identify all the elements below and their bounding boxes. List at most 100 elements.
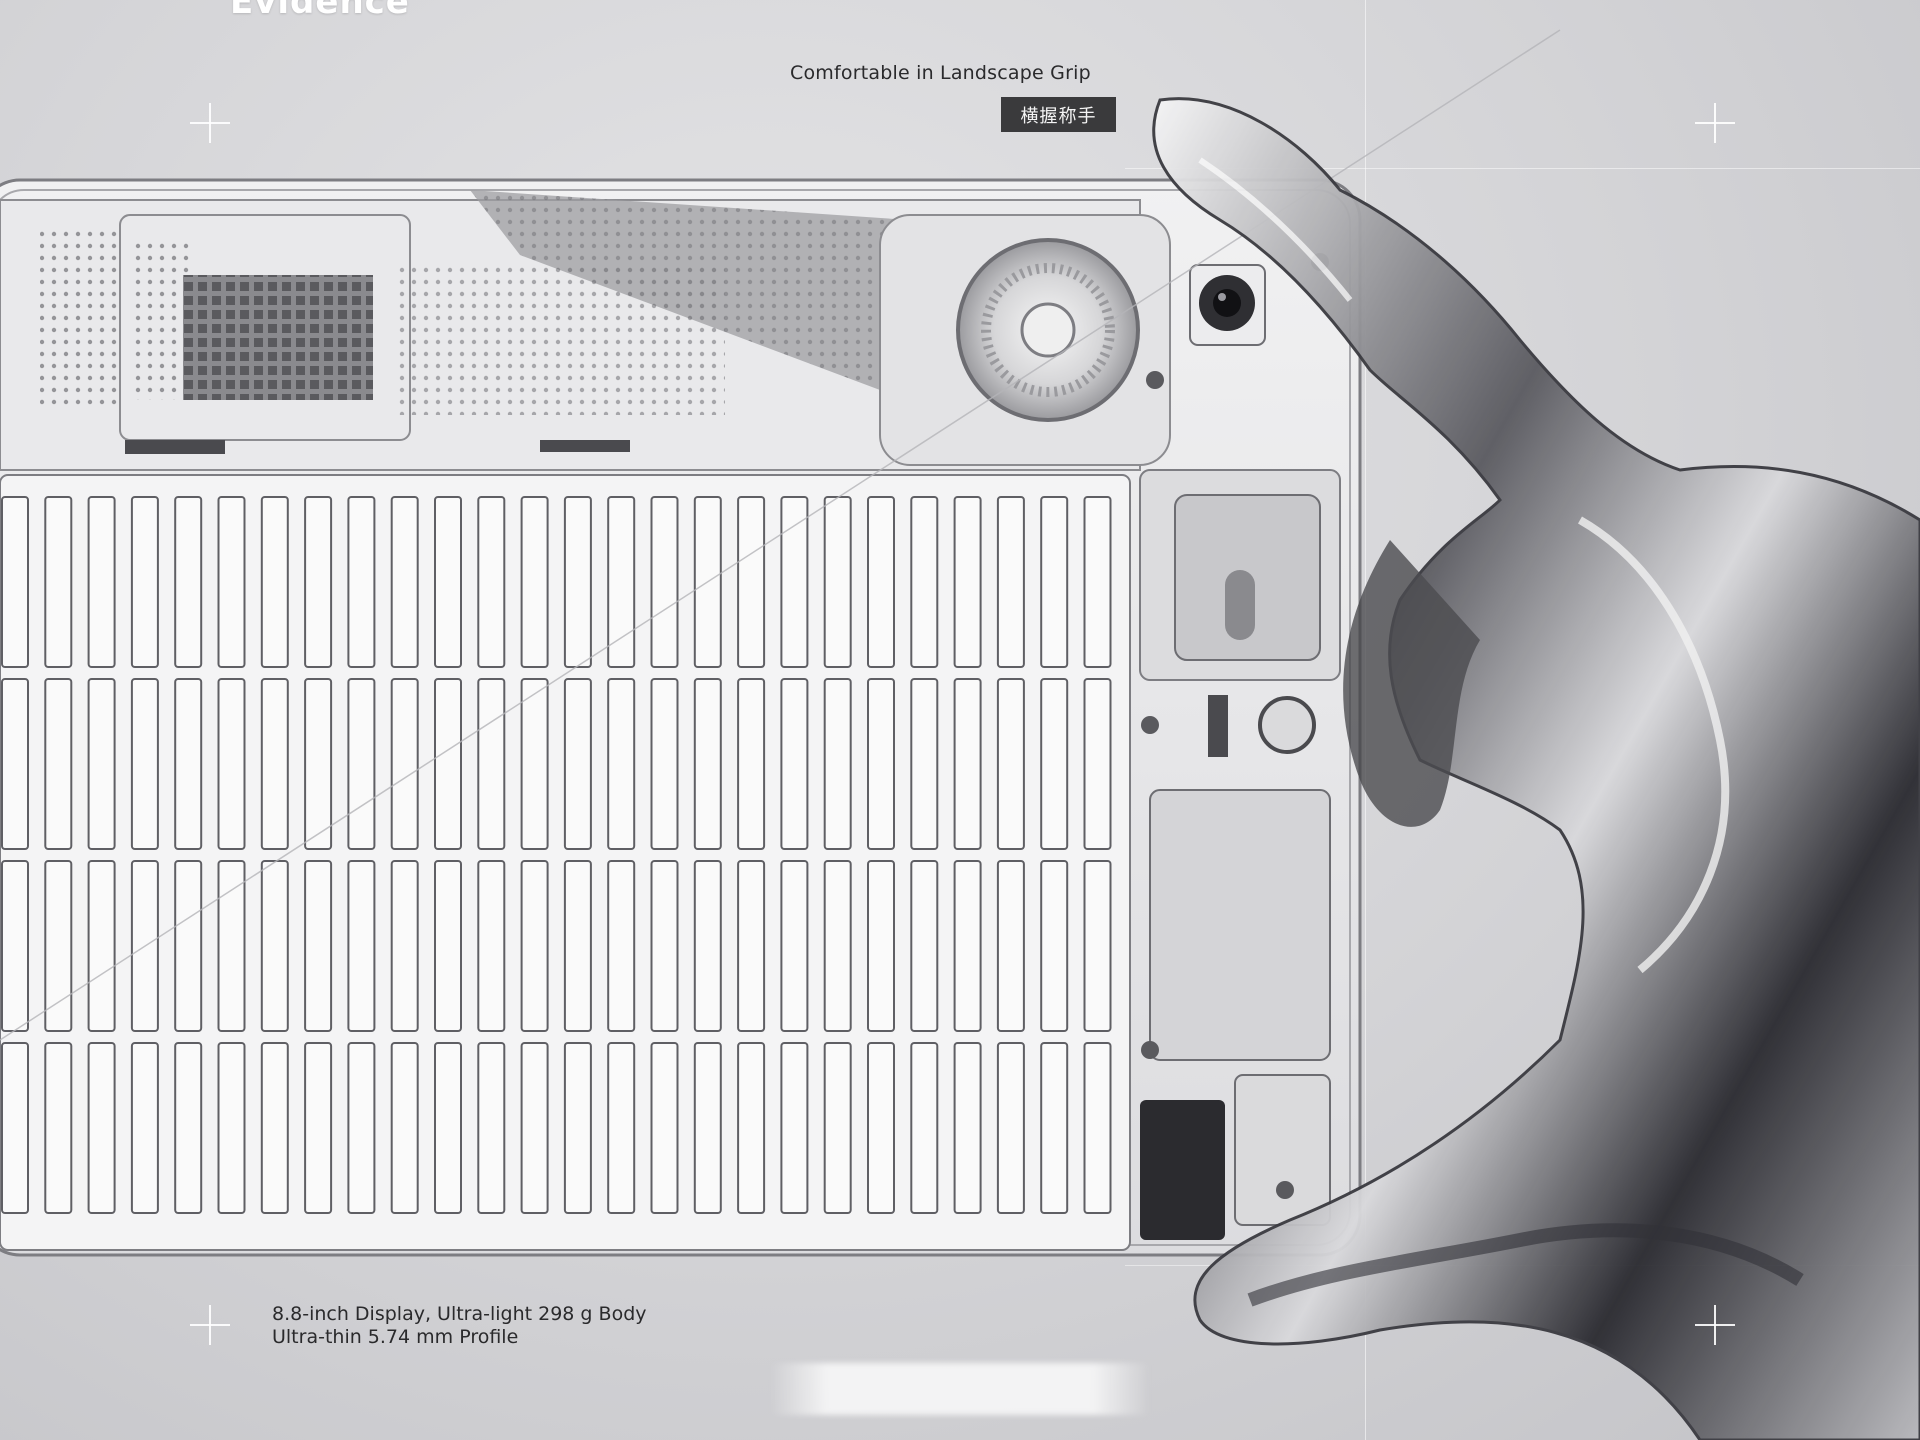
battery-cell (477, 1042, 506, 1214)
battery-cell (953, 1042, 982, 1214)
crosshair-marker-bottom-left (190, 1305, 230, 1345)
battery-cell (217, 860, 246, 1032)
guide-line-top (1125, 168, 1920, 169)
battery-cell (390, 496, 419, 668)
battery-cell (1040, 496, 1069, 668)
battery-cell (44, 678, 73, 850)
battery-cell (1, 678, 29, 850)
battery-cell (910, 496, 939, 668)
vibration-motor (1258, 696, 1316, 754)
battery-cell (867, 496, 895, 668)
battery-cell (867, 1042, 895, 1214)
battery-cell (953, 678, 982, 850)
battery-cell (737, 496, 766, 668)
battery-cell (996, 1042, 1025, 1214)
battery-cell (174, 496, 203, 668)
battery-cell (910, 860, 939, 1032)
battery-cell (693, 1042, 722, 1214)
battery-cell (1040, 860, 1069, 1032)
battery-cell (563, 496, 592, 668)
battery-cell (520, 496, 549, 668)
battery-cell (1083, 678, 1112, 850)
battery-cell (780, 496, 809, 668)
battery-cell (520, 860, 549, 1032)
usb-port-module (1140, 1100, 1225, 1240)
battery-cell (520, 1042, 549, 1214)
battery-cells (1, 496, 1112, 1214)
side-components (1139, 253, 1341, 1240)
battery-cell (347, 860, 376, 1032)
battery-cell (87, 860, 116, 1032)
spec-line-display-weight: 8.8-inch Display, Ultra-light 298 g Body (272, 1303, 647, 1325)
battery-cell (87, 678, 116, 850)
battery-cell (304, 496, 333, 668)
battery-cell (563, 1042, 592, 1214)
battery-cell (434, 860, 462, 1032)
processor-chip (183, 275, 373, 400)
battery-cell (130, 496, 159, 668)
grip-badge: 横握称手 (1001, 97, 1116, 132)
battery-cell (780, 678, 809, 850)
crosshair-marker-top-right (1695, 103, 1735, 143)
battery-cell (217, 678, 246, 850)
battery-cell (867, 860, 895, 1032)
battery-cell (563, 678, 592, 850)
battery-cell (347, 678, 376, 850)
battery-cell (563, 860, 592, 1032)
battery-cell (130, 678, 159, 850)
battery-cell (87, 496, 116, 668)
battery-cell (174, 860, 203, 1032)
robotic-hand-illustration (1152, 97, 1920, 1440)
battery-cell (996, 860, 1025, 1032)
battery-cell (737, 1042, 766, 1214)
battery-cell (650, 860, 679, 1032)
battery-cell (1040, 1042, 1069, 1214)
battery-cell (953, 496, 982, 668)
battery-cell (693, 860, 722, 1032)
battery-cell (390, 1042, 419, 1214)
blurred-watermark-strip (770, 1363, 1150, 1415)
battery-cell (607, 1042, 636, 1214)
battery-cell (607, 860, 636, 1032)
battery-cell (44, 496, 73, 668)
battery-cell (477, 678, 506, 850)
battery-cell (217, 496, 246, 668)
battery-cell (304, 1042, 333, 1214)
battery-cell (780, 860, 809, 1032)
battery-cell (650, 496, 679, 668)
battery-cell (996, 678, 1025, 850)
battery-cell (260, 1042, 289, 1214)
spec-text-block: 8.8-inch Display, Ultra-light 298 g Body… (272, 1303, 647, 1349)
battery-cell (1083, 496, 1112, 668)
battery-cell (693, 678, 722, 850)
battery-cell (737, 860, 766, 1032)
battery-cell (260, 678, 289, 850)
battery-cell (1, 496, 29, 668)
battery-cell (780, 1042, 809, 1214)
battery-cell (1040, 678, 1069, 850)
camera-module (1189, 264, 1266, 346)
battery-cell (823, 860, 852, 1032)
battery-cell (130, 1042, 159, 1214)
battery-cell (650, 1042, 679, 1214)
battery-cell (867, 678, 895, 850)
logic-board (0, 190, 1141, 471)
battery-cell (953, 860, 982, 1032)
battery-cell (823, 496, 852, 668)
battery-cell (44, 860, 73, 1032)
battery-cell (823, 1042, 852, 1214)
battery-cell (1, 860, 29, 1032)
grip-caption: Comfortable in Landscape Grip (790, 62, 1091, 84)
battery-cell (823, 678, 852, 850)
battery-cell (477, 860, 506, 1032)
battery-cell (1083, 860, 1112, 1032)
battery-cell (217, 1042, 246, 1214)
battery-cell (304, 678, 333, 850)
battery-cell (520, 678, 549, 850)
crosshair-marker-bottom-right (1695, 1305, 1735, 1345)
battery-cell (607, 678, 636, 850)
battery-pack (0, 474, 1131, 1251)
battery-cell (737, 678, 766, 850)
battery-cell (650, 678, 679, 850)
